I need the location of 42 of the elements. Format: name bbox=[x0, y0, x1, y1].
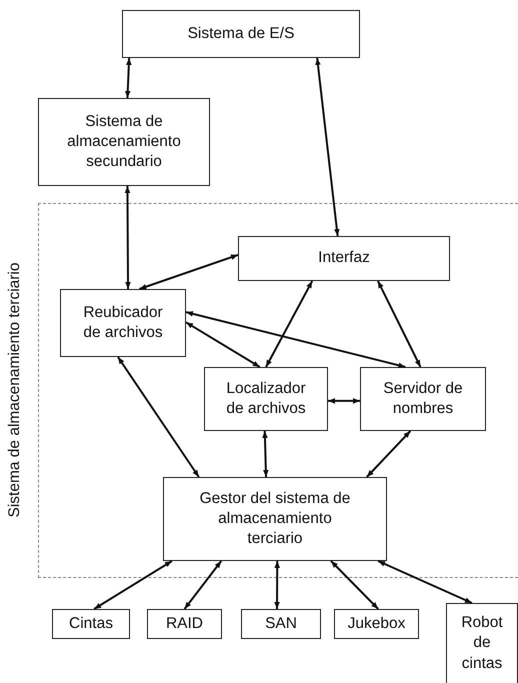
arrow bbox=[124, 186, 131, 289]
arrow bbox=[274, 561, 280, 609]
box-label: Sistema de almacenamiento secundario bbox=[66, 112, 182, 172]
process-box bbox=[238, 236, 450, 281]
arrow bbox=[185, 321, 260, 368]
arrow bbox=[315, 58, 340, 236]
arrow bbox=[262, 430, 269, 478]
process-box bbox=[122, 10, 360, 58]
box-label: Sistema de E/S bbox=[188, 24, 294, 44]
process-box bbox=[334, 609, 419, 639]
arrow bbox=[139, 254, 238, 290]
box-label: Localizador de archivos bbox=[225, 378, 307, 419]
box-label: Servidor de nombres bbox=[382, 378, 464, 419]
box-label: Robot de cintas bbox=[460, 613, 504, 674]
process-box bbox=[163, 477, 387, 561]
arrow bbox=[330, 560, 379, 610]
arrow bbox=[378, 560, 472, 604]
region-label: Sistema de almacenamiento terciario bbox=[6, 262, 24, 518]
box-label: Cintas bbox=[69, 614, 113, 634]
box-label: Gestor del sistema de almacenamiento terciario bbox=[198, 488, 352, 550]
arrow bbox=[186, 311, 406, 368]
process-box bbox=[38, 98, 210, 186]
box-label: Jukebox bbox=[348, 614, 406, 634]
process-box bbox=[204, 367, 328, 431]
process-box bbox=[360, 367, 486, 431]
process-box bbox=[147, 609, 222, 639]
arrow bbox=[377, 280, 422, 368]
arrow bbox=[94, 560, 172, 610]
box-label: SAN bbox=[265, 614, 297, 634]
arrow bbox=[366, 430, 412, 478]
process-box bbox=[60, 289, 186, 357]
process-box bbox=[52, 609, 130, 639]
arrow bbox=[265, 280, 314, 368]
arrow bbox=[124, 58, 132, 98]
process-box bbox=[241, 609, 321, 639]
box-label: Interfaz bbox=[318, 248, 370, 268]
arrow bbox=[328, 398, 360, 404]
arrow bbox=[184, 560, 222, 610]
box-label: RAID bbox=[166, 614, 204, 634]
process-box bbox=[446, 603, 518, 683]
box-label: Reubicador de archivos bbox=[82, 302, 164, 343]
arrow bbox=[117, 356, 200, 478]
